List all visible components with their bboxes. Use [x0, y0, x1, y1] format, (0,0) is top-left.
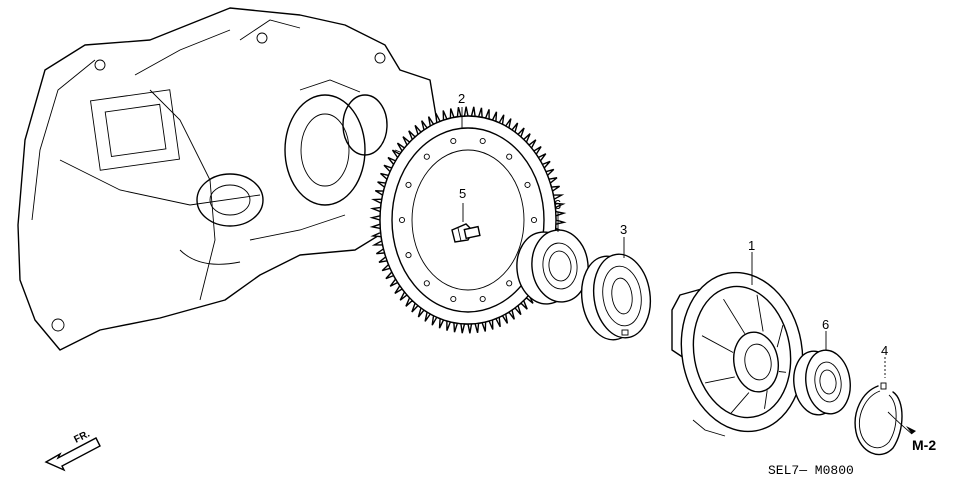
differential-case	[671, 271, 804, 437]
snap-ring	[854, 382, 903, 456]
parking-gear	[580, 253, 652, 341]
callout-6-right: 6	[822, 317, 829, 332]
transmission-housing	[17, 7, 441, 351]
bearing-left	[516, 229, 589, 305]
callout-4: 4	[881, 343, 888, 358]
differential-ribs	[701, 294, 787, 414]
callout-2: 2	[458, 91, 465, 106]
bolt	[451, 223, 481, 243]
bearing-right	[793, 349, 851, 416]
callout-1: 1	[748, 238, 755, 253]
leader-lines	[461, 107, 916, 435]
final-driven-gear	[369, 106, 567, 334]
m2-reference: M-2	[912, 437, 936, 453]
callout-6-left: 6	[554, 197, 561, 212]
diagram-code: SEL7— M0800	[768, 463, 854, 478]
callout-3: 3	[620, 222, 627, 237]
callout-5: 5	[459, 186, 466, 201]
front-arrow: FR.	[44, 428, 101, 472]
